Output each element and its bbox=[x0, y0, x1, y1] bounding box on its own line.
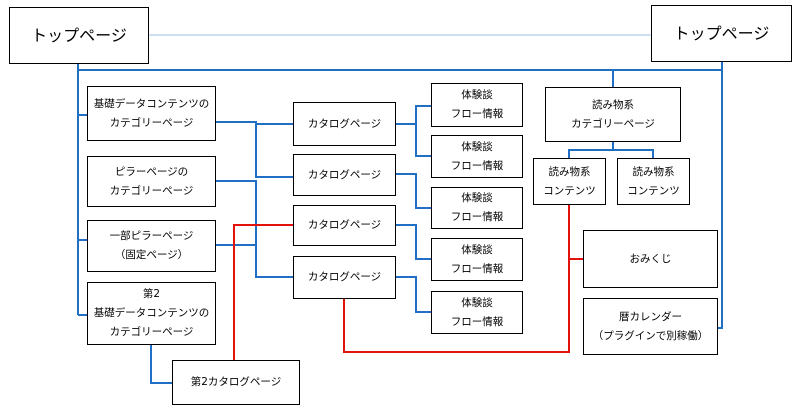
node-line: カタログページ bbox=[307, 219, 382, 231]
node-omikuji: おみくじ bbox=[583, 230, 718, 288]
connector-line-19 bbox=[568, 142, 614, 158]
node-experience-1: 体験談 フロー情報 bbox=[431, 83, 523, 127]
node-line: 体験談 bbox=[461, 89, 493, 101]
node-catalog-4: カタログページ bbox=[293, 256, 396, 299]
node-experience-5: 体験談 フロー情報 bbox=[431, 291, 523, 334]
connector-line-22 bbox=[343, 205, 570, 353]
connector-line-14 bbox=[415, 124, 431, 157]
node-top-page-left: トップページ bbox=[9, 7, 149, 64]
connector-line-21 bbox=[233, 224, 293, 360]
node-line: 体験談 bbox=[461, 296, 493, 309]
node-catalog-1: カタログページ bbox=[293, 102, 396, 146]
node-line: フロー情報 bbox=[450, 211, 504, 223]
node-line: カタログページ bbox=[307, 271, 382, 283]
node-pillar-category: ピラーページの カテゴリーページ bbox=[87, 156, 216, 207]
connector-line-18 bbox=[150, 345, 172, 384]
node-line: （プラグインで別稼働） bbox=[592, 329, 709, 342]
node-experience-4: 体験談 フロー情報 bbox=[431, 238, 523, 281]
node-line: コンテンツ bbox=[627, 184, 680, 197]
node-line: 読み物系 bbox=[632, 165, 675, 178]
node-line: カテゴリーページ bbox=[109, 184, 194, 197]
node-calendar: 暦カレンダー （プラグインで別稼働） bbox=[583, 298, 718, 355]
node-line: フロー情報 bbox=[450, 315, 504, 328]
connector-line-11 bbox=[216, 180, 293, 278]
connector-line-20 bbox=[613, 149, 654, 158]
node-line: カタログページ bbox=[307, 117, 382, 130]
node-line: 暦カレンダー bbox=[619, 310, 682, 323]
node-experience-3: 体験談 フロー情報 bbox=[431, 187, 523, 229]
connector-line-16 bbox=[396, 224, 431, 260]
node-line: フロー情報 bbox=[450, 108, 504, 120]
node-line: トップページ bbox=[673, 23, 770, 43]
node-experience-2: 体験談 フロー情報 bbox=[431, 135, 523, 178]
node-reading-category: 読み物系 カテゴリーページ bbox=[545, 87, 681, 142]
node-line: 体験談 bbox=[461, 140, 493, 153]
node-catalog-2: カタログページ bbox=[293, 154, 396, 196]
node-line: 基礎データコンテンツの bbox=[93, 307, 210, 319]
node-second-basic-data-category: 第2 基礎データコンテンツの カテゴリーページ bbox=[87, 282, 216, 345]
node-line: 一部ピラーページ bbox=[109, 230, 194, 242]
connector-line-13 bbox=[396, 105, 431, 125]
node-line: 第2 bbox=[142, 288, 161, 300]
node-line: 体験談 bbox=[461, 192, 493, 204]
node-line: 第2カタログページ bbox=[190, 376, 282, 388]
node-line: おみくじ bbox=[629, 252, 672, 265]
node-partial-pillar: 一部ピラーページ （固定ページ） bbox=[87, 220, 216, 272]
connector-line-9 bbox=[216, 121, 293, 178]
node-line: カテゴリーページ bbox=[571, 117, 655, 130]
node-reading-content-2: 読み物系 コンテンツ bbox=[617, 158, 690, 205]
node-line: トップページ bbox=[31, 25, 127, 45]
node-line: 基礎データコンテンツの bbox=[93, 97, 210, 110]
connector-line-7 bbox=[718, 62, 723, 329]
node-line: 体験談 bbox=[461, 243, 493, 256]
node-line: 読み物系 bbox=[548, 165, 591, 178]
node-line: （固定ページ） bbox=[114, 249, 189, 261]
node-reading-content-1: 読み物系 コンテンツ bbox=[533, 158, 606, 205]
node-line: フロー情報 bbox=[450, 159, 504, 172]
node-basic-data-category: 基礎データコンテンツの カテゴリーページ bbox=[87, 86, 216, 141]
node-line: カテゴリーページ bbox=[109, 116, 194, 129]
node-top-page-right: トップページ bbox=[651, 5, 792, 62]
node-line: カタログページ bbox=[307, 168, 382, 181]
node-line: カテゴリーページ bbox=[109, 326, 194, 338]
connector-line-15 bbox=[396, 173, 431, 209]
node-line: フロー情報 bbox=[450, 262, 504, 275]
node-second-catalog: 第2カタログページ bbox=[172, 360, 300, 405]
node-line: 読み物系 bbox=[592, 98, 634, 111]
connector-line-17 bbox=[396, 276, 431, 313]
node-line: コンテンツ bbox=[543, 184, 596, 197]
node-line: ピラーページの bbox=[114, 165, 189, 178]
node-catalog-3: カタログページ bbox=[293, 205, 396, 246]
